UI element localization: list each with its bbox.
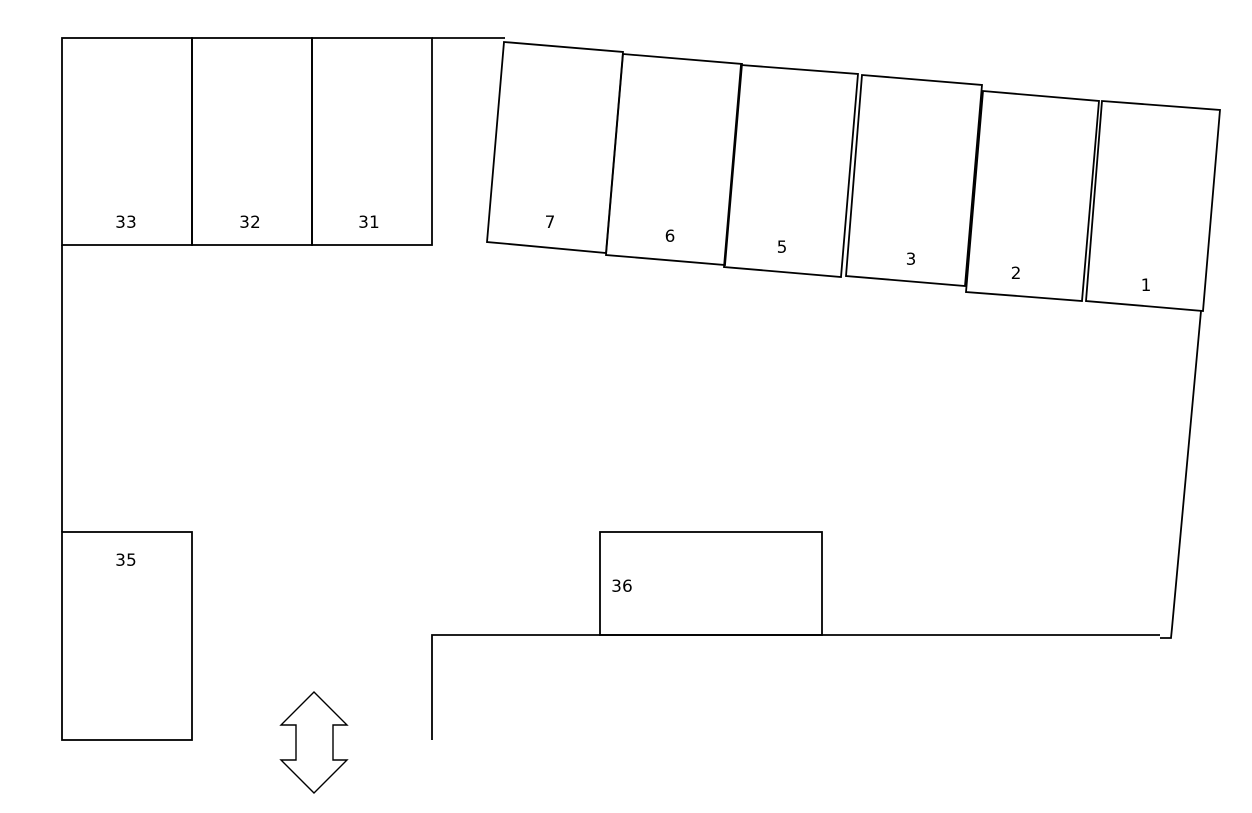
double-headed-vertical-arrow-icon (279, 691, 349, 794)
space-label-6: 6 (665, 227, 676, 247)
space-label-31: 31 (358, 213, 380, 233)
space-label-2: 2 (1011, 264, 1022, 284)
parking-space-31 (311, 37, 433, 246)
space-label-36: 36 (611, 577, 633, 597)
lot-boundary-bottom (431, 634, 1160, 740)
space-label-33: 33 (115, 213, 137, 233)
space-label-7: 7 (545, 213, 556, 233)
parking-space-1 (1085, 100, 1221, 312)
space-label-5: 5 (777, 238, 788, 258)
space-label-3: 3 (906, 250, 917, 270)
lot-boundary-right (1160, 310, 1202, 639)
space-label-1: 1 (1141, 276, 1152, 296)
parking-space-2 (965, 90, 1100, 302)
space-label-35: 35 (115, 551, 137, 571)
parking-space-5 (723, 64, 859, 278)
space-label-32: 32 (239, 213, 261, 233)
parking-space-3 (845, 74, 983, 287)
parking-space-35 (61, 531, 193, 741)
parking-space-36 (599, 531, 823, 636)
